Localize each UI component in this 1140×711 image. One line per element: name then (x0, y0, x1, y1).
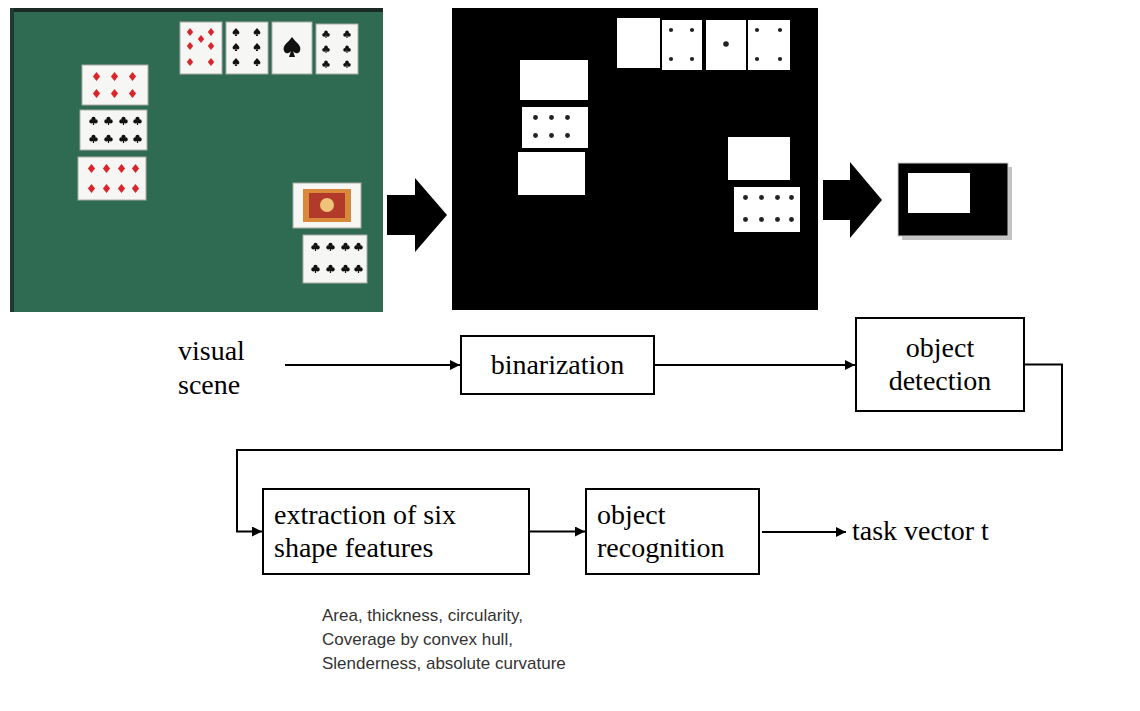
process-box: object detection (855, 317, 1025, 412)
output-label: task vector t (852, 514, 1092, 548)
scene-photo (10, 8, 383, 312)
box-text: object detection (867, 332, 1013, 396)
binary-image (452, 8, 818, 310)
process-box: extraction of six shape features (262, 488, 530, 575)
feature-note: Area, thickness, circularity, Coverage b… (322, 604, 590, 675)
process-box: object recognition (585, 488, 760, 575)
process-box: binarization (460, 335, 655, 395)
object-crop (898, 163, 1012, 240)
input-arrow (285, 364, 460, 366)
input-label: visual scene (178, 334, 278, 401)
flow-arrow (655, 364, 855, 366)
box-text: extraction of six shape features (274, 499, 518, 563)
flow-arrow (530, 531, 585, 533)
box-text: binarization (472, 349, 643, 381)
block-arrow (823, 162, 882, 238)
box-text: object recognition (597, 499, 748, 563)
block-arrow (387, 178, 447, 252)
output-arrow (762, 531, 846, 533)
